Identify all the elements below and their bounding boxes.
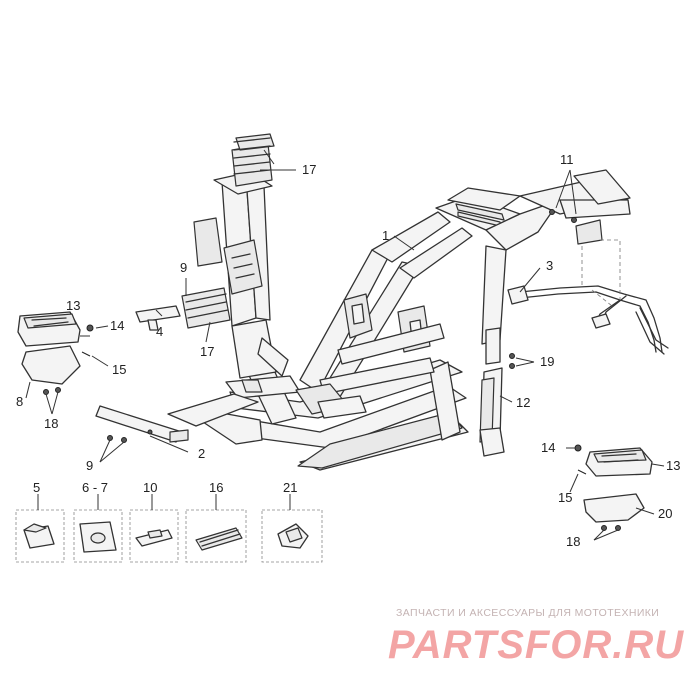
watermark-tagline: ЗАПЧАСТИ И АКСЕССУАРЫ ДЛЯ МОТОТЕХНИКИ bbox=[396, 607, 659, 619]
callout-15-right: 15 bbox=[558, 490, 572, 505]
callout-21: 21 bbox=[283, 480, 297, 495]
callout-9-lower: 9 bbox=[86, 458, 93, 473]
leader-lines bbox=[25, 149, 665, 541]
pin-15-right bbox=[577, 469, 587, 475]
left-footrest bbox=[17, 311, 81, 385]
box-part-16 bbox=[185, 509, 247, 563]
callout-10: 10 bbox=[143, 480, 157, 495]
lower-plate-part-2 bbox=[95, 405, 189, 443]
callout-19: 19 bbox=[540, 354, 554, 369]
box-part-21 bbox=[261, 509, 323, 563]
callout-20: 20 bbox=[658, 506, 672, 521]
callout-4: 4 bbox=[156, 324, 163, 339]
callout-labels: 1 2 3 4 5 6 - 7 8 9 9 10 11 12 13 13 14 … bbox=[16, 152, 680, 549]
callout-17-upper: 17 bbox=[302, 162, 316, 177]
right-footrest bbox=[583, 447, 653, 523]
bracket-part-4 bbox=[135, 305, 181, 323]
callout-1: 1 bbox=[382, 228, 389, 243]
callout-15-left: 15 bbox=[112, 362, 126, 377]
callout-5: 5 bbox=[33, 480, 40, 495]
callout-6-7: 6 - 7 bbox=[82, 480, 108, 495]
box-part-6-7 bbox=[73, 509, 123, 563]
watermark: ЗАПЧАСТИ И АКСЕССУАРЫ ДЛЯ МОТОТЕХНИКИ PA… bbox=[388, 607, 684, 667]
callout-13-left: 13 bbox=[66, 298, 80, 313]
screw-14-left bbox=[86, 324, 94, 332]
callout-18-right: 18 bbox=[566, 534, 580, 549]
callout-14-left: 14 bbox=[110, 318, 124, 333]
watermark-brand: PARTSFOR.RU bbox=[388, 623, 684, 667]
callout-18-left: 18 bbox=[44, 416, 58, 431]
rear-grab-rail bbox=[507, 285, 669, 355]
callout-13-right: 13 bbox=[666, 458, 680, 473]
front-shield-assembly bbox=[181, 133, 289, 379]
support-bracket-12 bbox=[479, 367, 505, 457]
pin-15-left bbox=[81, 351, 91, 357]
callout-11: 11 bbox=[560, 152, 574, 167]
box-part-5 bbox=[15, 509, 65, 563]
callout-16: 16 bbox=[209, 480, 223, 495]
callout-3: 3 bbox=[546, 258, 553, 273]
callout-9-upper: 9 bbox=[180, 260, 187, 275]
callout-14-right: 14 bbox=[541, 440, 555, 455]
callout-8: 8 bbox=[16, 394, 23, 409]
callout-17-lower: 17 bbox=[200, 344, 214, 359]
box-part-10 bbox=[129, 509, 179, 563]
rubber-mat-strips bbox=[233, 137, 271, 175]
scooter-frame bbox=[167, 169, 631, 471]
callout-12: 12 bbox=[516, 395, 530, 410]
callout-2: 2 bbox=[198, 446, 205, 461]
